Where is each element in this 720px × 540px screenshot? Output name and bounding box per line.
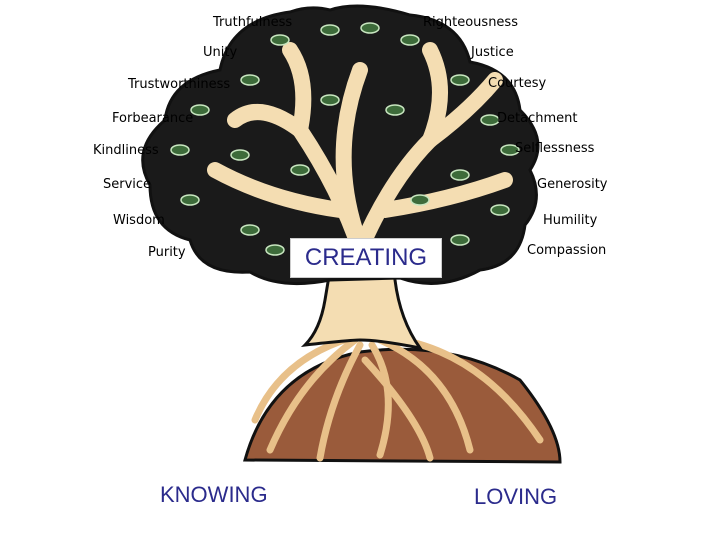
virtue-left-5: Kindliness	[93, 143, 159, 158]
virtue-left-2: Unity	[203, 45, 238, 60]
virtue-left-6: Service	[103, 177, 152, 192]
virtue-left-8: Purity	[148, 245, 186, 260]
virtue-left-3: Trustworthiness	[128, 77, 231, 92]
branches	[207, 42, 513, 258]
virtue-right-6: Generosity	[537, 177, 608, 192]
virtue-left-4: Forbearance	[112, 111, 194, 126]
virtue-right-7: Humility	[543, 213, 598, 228]
virtue-right-3: Courtesy	[488, 76, 547, 91]
bottom-left-label: KNOWING	[160, 482, 268, 507]
virtue-right-2: Justice	[471, 45, 514, 60]
virtue-right-5: Selflessness	[515, 141, 595, 156]
virtue-left-7: Wisdom	[113, 213, 165, 228]
virtue-left-1: Truthfulness	[213, 15, 293, 30]
virtue-right-8: Compassion	[527, 243, 607, 258]
center-label: CREATING	[290, 238, 442, 278]
virtue-right-1: Righteousness	[423, 15, 518, 30]
roots	[251, 334, 544, 462]
virtue-right-4: Detachment	[497, 111, 578, 126]
bottom-right-label: LOVING	[474, 484, 558, 509]
